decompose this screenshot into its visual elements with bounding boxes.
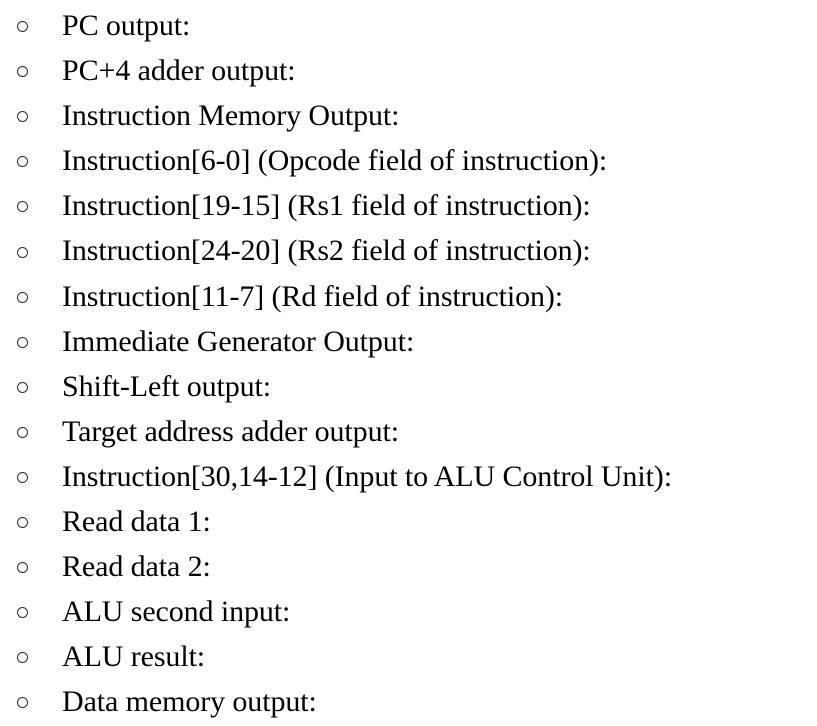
- hollow-circle-bullet-icon: [17, 336, 28, 348]
- list-item: Instruction Memory Output:: [0, 93, 817, 138]
- list-item-label: Instruction[30,14-12] (Input to ALU Cont…: [62, 459, 672, 493]
- list-item-label: Instruction[11-7] (Rd field of instructi…: [62, 279, 564, 313]
- list-item-label: ALU second input:: [62, 595, 291, 629]
- list-item: Shift-Left output:: [0, 364, 817, 409]
- hollow-circle-bullet-icon: [17, 652, 28, 664]
- list-item: Instruction[19-15] (Rs1 field of instruc…: [0, 183, 817, 228]
- signal-list: PC output: PC+4 adder output: Instructio…: [0, 3, 817, 725]
- hollow-circle-bullet-icon: [17, 607, 28, 619]
- list-item: PC output:: [0, 3, 817, 48]
- list-item: PC+4 adder output:: [0, 48, 817, 93]
- hollow-circle-bullet-icon: [17, 156, 28, 168]
- hollow-circle-bullet-icon: [17, 21, 28, 33]
- list-item: Immediate Generator Output:: [0, 319, 817, 364]
- list-item-label: Shift-Left output:: [62, 369, 272, 403]
- list-item-label: ALU result:: [62, 640, 206, 674]
- list-item: Data memory output:: [0, 679, 817, 724]
- hollow-circle-bullet-icon: [17, 381, 28, 393]
- list-item-label: PC+4 adder output:: [62, 54, 296, 88]
- hollow-circle-bullet-icon: [17, 471, 28, 483]
- list-item: Read data 2:: [0, 544, 817, 589]
- list-item: ALU result:: [0, 634, 817, 679]
- list-item-label: PC output:: [62, 9, 191, 42]
- list-item: Instruction[11-7] (Rd field of instructi…: [0, 274, 817, 319]
- hollow-circle-bullet-icon: [17, 111, 28, 123]
- hollow-circle-bullet-icon: [17, 291, 28, 303]
- list-item: Instruction[30,14-12] (Input to ALU Cont…: [0, 454, 817, 499]
- list-item-label: Instruction Memory Output:: [62, 99, 400, 133]
- list-item: ALU second input:: [0, 589, 817, 634]
- list-item: Read data 1:: [0, 499, 817, 544]
- list-item-label: Read data 1:: [62, 505, 211, 539]
- list-item-label: Target address adder output:: [62, 414, 399, 448]
- hollow-circle-bullet-icon: [17, 246, 28, 258]
- list-item: Target address adder output:: [0, 409, 817, 454]
- list-item-label: Instruction[19-15] (Rs1 field of instruc…: [62, 189, 591, 223]
- hollow-circle-bullet-icon: [17, 562, 28, 574]
- list-item: Instruction[6-0] (Opcode field of instru…: [0, 138, 817, 183]
- hollow-circle-bullet-icon: [17, 66, 28, 78]
- list-item-label: Data memory output:: [62, 685, 317, 719]
- hollow-circle-bullet-icon: [17, 201, 28, 213]
- list-item: Instruction[24-20] (Rs2 field of instruc…: [0, 228, 817, 273]
- list-item-label: Immediate Generator Output:: [62, 324, 415, 358]
- list-item-label: Instruction[24-20] (Rs2 field of instruc…: [62, 234, 591, 268]
- hollow-circle-bullet-icon: [17, 517, 28, 529]
- hollow-circle-bullet-icon: [17, 426, 28, 438]
- list-item-label: Read data 2:: [62, 550, 211, 584]
- list-item-label: Instruction[6-0] (Opcode field of instru…: [62, 144, 608, 178]
- hollow-circle-bullet-icon: [17, 697, 28, 709]
